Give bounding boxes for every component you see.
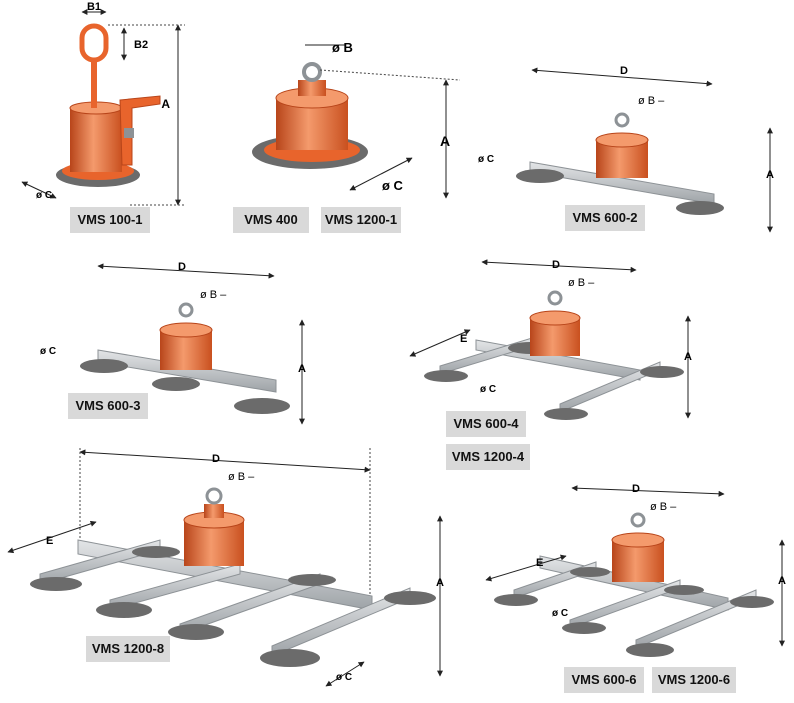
cylinder-cap [204, 504, 224, 518]
label-vms-1200-1: VMS 1200-1 [321, 207, 401, 233]
lifting-eye [614, 112, 630, 128]
dim-b-label: ø B [332, 40, 353, 55]
label-vms-1200-6: VMS 1200-6 [652, 667, 736, 693]
lifting-eye [630, 512, 646, 528]
cylinder-top [529, 310, 581, 326]
suction-pad [132, 546, 180, 558]
unit-vms-600-6: D ø B – A E ø C [485, 483, 786, 657]
dim-a-label: A [436, 577, 444, 589]
dim-b1-label: B1 [87, 1, 101, 13]
dim-a-label: A [684, 351, 692, 363]
dim-b-label: ø B – [228, 471, 255, 483]
dim-c-label: ø C [336, 672, 352, 683]
suction-pad [30, 577, 82, 591]
dim-a-label: A [766, 169, 774, 181]
suction-pad [384, 591, 436, 605]
suction-pad [640, 366, 684, 378]
release-valve [124, 128, 134, 138]
dim-c-label: ø C [478, 154, 494, 165]
suction-pad [676, 201, 724, 215]
suction-pad [152, 377, 200, 391]
dim-a-label: A [161, 97, 170, 111]
suction-pad [516, 169, 564, 183]
dim-b-label: ø B – [638, 95, 665, 107]
unit-vms-1200-8: D ø B – A E ø C [7, 448, 444, 687]
suction-pad [544, 408, 588, 420]
dim-d-label: D [178, 261, 186, 273]
lifting-eye [547, 290, 563, 306]
lifting-eye [205, 487, 223, 505]
dim-a-label: A [298, 363, 306, 375]
vacuum-cylinder [70, 108, 122, 172]
dim-d-label: D [212, 453, 220, 465]
label-vms-400: VMS 400 [233, 207, 309, 233]
suction-pad [626, 643, 674, 657]
suction-pad [288, 574, 336, 586]
dim-b2-label: B2 [134, 39, 148, 51]
dim-a-label: A [778, 575, 786, 587]
cylinder-top [611, 532, 665, 548]
suction-pad [570, 567, 610, 577]
suction-pad [730, 596, 774, 608]
dim-c-label: ø C [382, 178, 404, 193]
label-vms-100-1: VMS 100-1 [70, 207, 150, 233]
unit-vms-600-2: D ø B – A ø C [478, 65, 774, 233]
dim-e-label: E [460, 333, 467, 345]
beam [97, 349, 277, 393]
lifting-eye [178, 302, 194, 318]
suction-pad [234, 398, 290, 414]
label-vms-600-4: VMS 600-4 [446, 411, 526, 437]
unit-vms-400: ø B A ø C [252, 40, 461, 199]
dim-e-label: E [46, 535, 53, 547]
unit-vms-100-1: A B1 B2 ø C [21, 1, 185, 206]
suction-pad [96, 602, 152, 618]
label-vms-600-2: VMS 600-2 [565, 205, 645, 231]
suction-pad [664, 585, 704, 595]
dim-b-label: ø B – [650, 501, 677, 513]
dim-c-label: ø C [36, 190, 52, 201]
label-vms-1200-4: VMS 1200-4 [446, 444, 530, 470]
suction-pad [494, 594, 538, 606]
dim-a-label: A [440, 133, 450, 149]
dim-b-label: ø B – [568, 277, 595, 289]
suction-pad [168, 624, 224, 640]
dim-d-label: D [632, 483, 640, 495]
dim-c-label: ø C [552, 608, 568, 619]
dim-c-label: ø C [480, 384, 496, 395]
unit-vms-600-4: D ø B – A E ø C [409, 259, 692, 420]
cylinder-top [595, 132, 649, 148]
suction-pad [424, 370, 468, 382]
dim-d-label: D [620, 65, 628, 77]
suction-pad [260, 649, 320, 667]
dim-c-label: ø C [40, 346, 56, 357]
suction-pad [562, 622, 606, 634]
cylinder-cap [298, 80, 326, 96]
dim-b-label: ø B – [200, 289, 227, 301]
lifting-shackle [79, 23, 109, 63]
dim-e-label: E [536, 557, 543, 569]
unit-vms-600-3: D ø B – A ø C [40, 261, 306, 425]
lift-chain [91, 60, 97, 108]
label-vms-600-6: VMS 600-6 [564, 667, 644, 693]
suction-pad [80, 359, 128, 373]
label-vms-1200-8: VMS 1200-8 [86, 636, 170, 662]
handle-bracket [119, 95, 161, 166]
label-vms-600-3: VMS 600-3 [68, 393, 148, 419]
dim-d-label: D [552, 259, 560, 271]
lifting-eye [302, 62, 322, 82]
cylinder-top [159, 322, 213, 338]
